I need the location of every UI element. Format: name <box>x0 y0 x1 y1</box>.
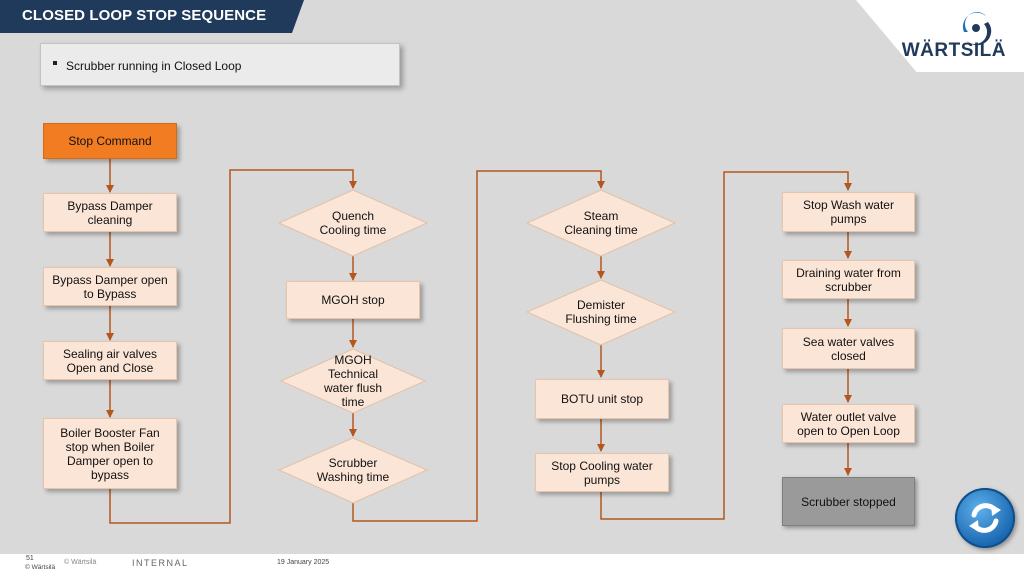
decision-quench-cooling <box>277 189 429 257</box>
footer-classification: INTERNAL <box>132 558 189 568</box>
node-sealing-air-valves: Sealing air valves Open and Close <box>43 341 177 380</box>
decision-mgoh-flush <box>279 348 427 414</box>
node-label: BOTU unit stop <box>560 392 644 406</box>
node-mgoh-stop: MGOH stop <box>286 281 420 319</box>
arrow-col2-to-col3 <box>352 170 605 522</box>
wartsila-logo-icon <box>962 11 992 46</box>
status-text: Scrubber running in Closed Loop <box>66 59 242 73</box>
node-sea-water-valves: Sea water valves closed <box>782 328 915 369</box>
node-bypass-damper-cleaning: Bypass Damper cleaning <box>43 193 177 232</box>
start-node-stop-command: Stop Command <box>43 123 177 159</box>
node-label: Stop Cooling water pumps <box>551 458 653 487</box>
arrow-col3-to-col4 <box>600 171 852 520</box>
node-label: Draining water from scrubber <box>796 265 901 294</box>
node-label: Scrubber stopped <box>801 494 896 509</box>
status-box: Scrubber running in Closed Loop <box>40 43 400 86</box>
node-label: Stop Command <box>68 134 152 148</box>
node-label: MGOH stop <box>321 293 385 307</box>
footer-copyright: © Wärtsilä <box>64 559 97 566</box>
refresh-icon <box>969 503 1001 533</box>
node-water-outlet-valve: Water outlet valve open to Open Loop <box>782 404 915 443</box>
node-label: Boiler Booster Fan stop when Boiler Damp… <box>60 425 160 482</box>
node-bypass-damper-open: Bypass Damper open to Bypass <box>43 267 177 306</box>
bullet-icon <box>53 61 57 65</box>
node-label: Sea water valves closed <box>802 334 895 363</box>
node-draining-water: Draining water from scrubber <box>782 260 915 299</box>
node-stop-wash-pumps: Stop Wash water pumps <box>782 192 915 232</box>
page-number: 51 <box>26 555 34 562</box>
node-label: Water outlet valve open to Open Loop <box>797 409 900 438</box>
node-label: Stop Wash water pumps <box>803 198 894 226</box>
node-boiler-booster-fan: Boiler Booster Fan stop when Boiler Damp… <box>43 418 177 489</box>
node-botu-unit-stop: BOTU unit stop <box>535 379 669 419</box>
node-label: Sealing air valves Open and Close <box>62 346 158 375</box>
decision-steam-cleaning <box>525 189 677 257</box>
slide-title: CLOSED LOOP STOP SEQUENCE <box>22 7 267 24</box>
logo-text: WÄRTSILÄ <box>901 40 1006 61</box>
title-bar: CLOSED LOOP STOP SEQUENCE <box>0 0 304 33</box>
footer-date: 19 January 2025 <box>277 559 330 566</box>
arrow-col1-to-col2 <box>109 169 357 524</box>
footer: 51 © Wärtsilä © Wärtsilä INTERNAL 19 Jan… <box>0 554 1024 574</box>
node-label: Bypass Damper open to Bypass <box>52 272 168 301</box>
node-stop-cooling-pumps: Stop Cooling water pumps <box>535 453 669 492</box>
footer-copyright-left: © Wärtsilä <box>25 564 56 571</box>
decision-scrubber-washing <box>277 437 429 504</box>
node-label: Bypass Damper cleaning <box>67 198 153 227</box>
refresh-button[interactable] <box>955 488 1015 548</box>
end-node-scrubber-stopped: Scrubber stopped <box>782 477 915 526</box>
decision-demister-flushing <box>525 279 677 346</box>
